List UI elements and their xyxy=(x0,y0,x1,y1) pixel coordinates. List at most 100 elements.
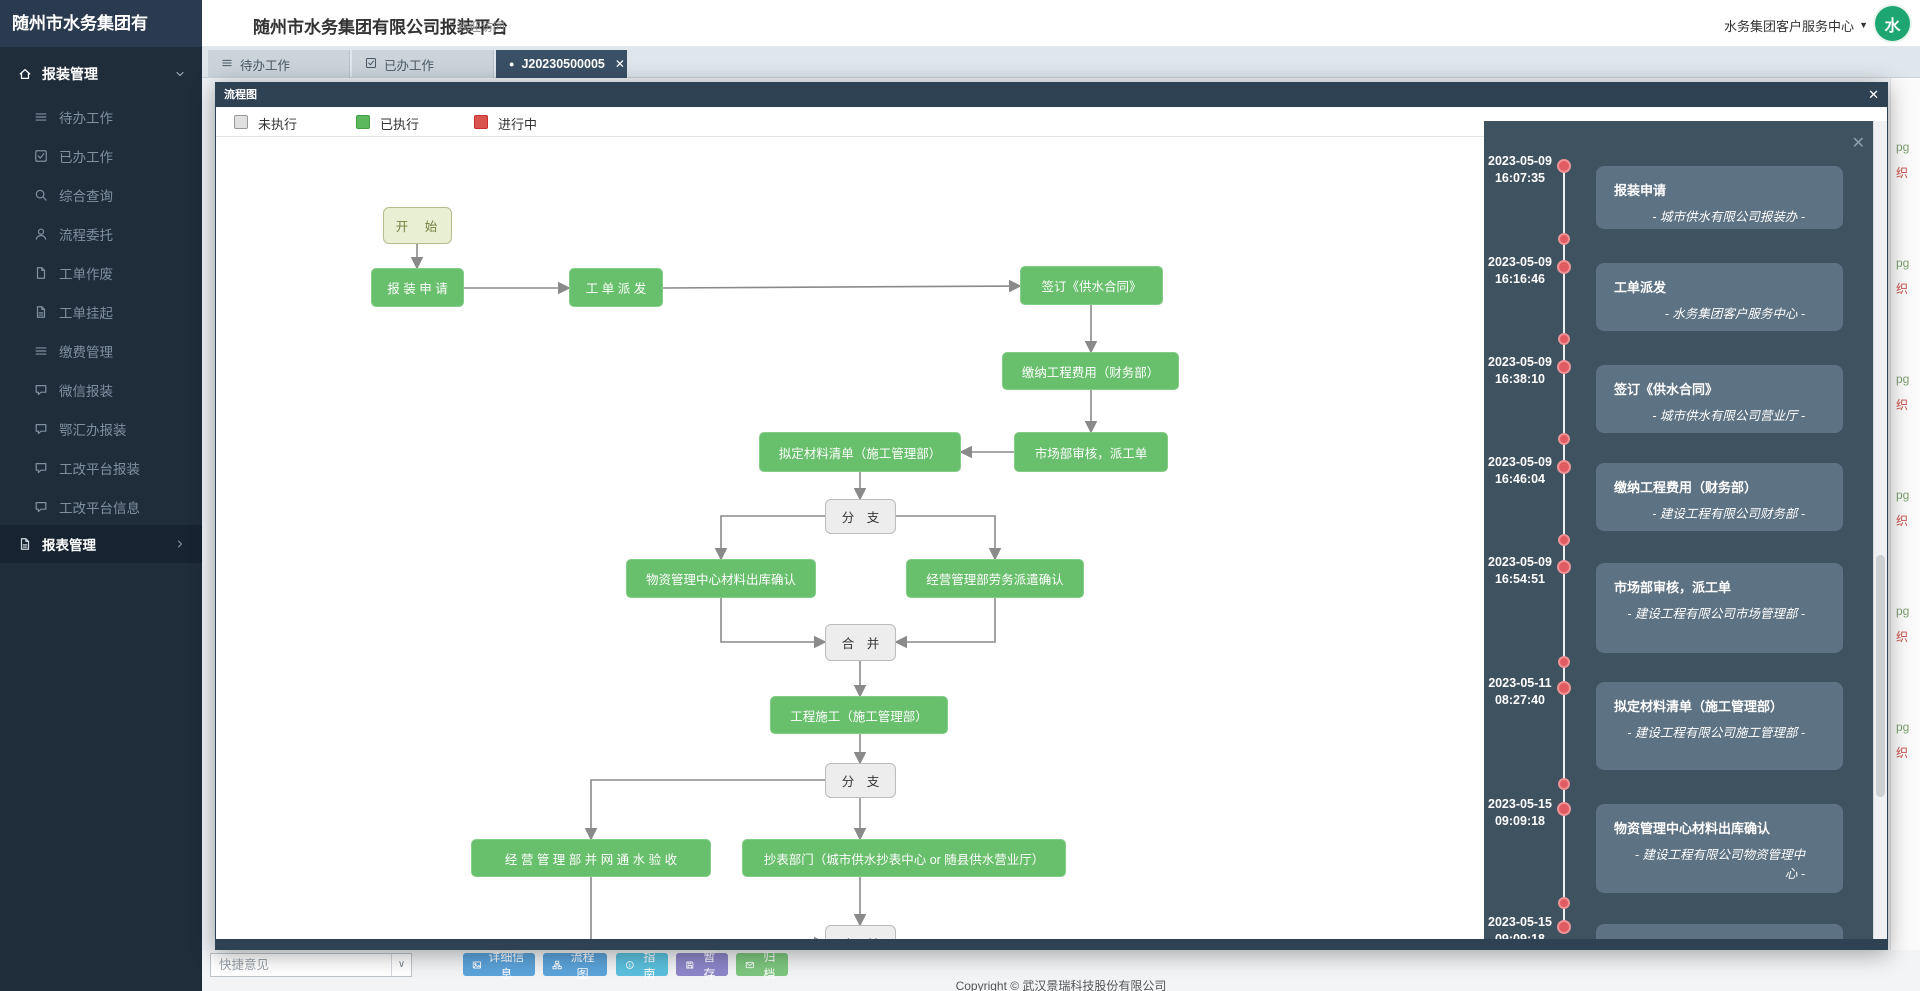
timeline-time-text: 16:16:46 xyxy=(1494,272,1546,286)
user-menu[interactable]: 水务集团客户服务中心 xyxy=(1723,19,1854,34)
timeline-dot xyxy=(1557,260,1571,274)
action-button-label: 指南 xyxy=(643,949,656,981)
timeline-card-title: 签订《供水合同》 xyxy=(1614,382,1719,397)
tab-label: 待办工作 xyxy=(240,58,291,73)
filetext-icon-wrap xyxy=(34,305,48,319)
file-icon-wrap xyxy=(34,266,48,280)
bg-fragment-link: 织 xyxy=(1896,514,1909,528)
action-bar: 快捷意见 ∨ 详细信息流程图指南暂存归档 Copyright © 武汉景瑞科技股… xyxy=(202,950,1920,991)
comment-icon xyxy=(35,501,47,512)
sidebar-item-9[interactable]: 工改平台报装 xyxy=(0,448,202,487)
search-icon xyxy=(35,189,47,201)
timeline-dot xyxy=(1557,360,1571,374)
timeline-card-1[interactable]: 工单派发- 水务集团客户服务中心 - xyxy=(1596,263,1843,331)
timeline-card-7[interactable]: 经营管理部劳务派遣确认 xyxy=(1596,924,1843,939)
timeline-time-text: 16:54:51 xyxy=(1494,572,1546,586)
timeline-card-0[interactable]: 报装申请- 城市供水有限公司报装办 - xyxy=(1596,166,1843,229)
action-button-流程图[interactable]: 流程图 xyxy=(543,950,607,981)
flow-node-wz[interactable]: 物资管理中心材料出库确认 xyxy=(626,559,816,598)
caret-down-icon[interactable]: ▼ xyxy=(1859,20,1868,30)
flow-node-nd[interactable]: 拟定材料清单（施工管理部） xyxy=(759,432,961,472)
action-button-归档[interactable]: 归档 xyxy=(736,950,788,981)
flow-node-cb[interactable]: 抄表部门（城市供水抄表中心 or 随县供水营业厅） xyxy=(742,839,1066,877)
sidebar-item-0[interactable]: 待办工作 xyxy=(0,97,202,136)
scrollbar-thumb[interactable] xyxy=(1876,555,1885,797)
tab-close-icon[interactable]: ✕ xyxy=(614,57,625,71)
modal-close-icon[interactable]: ✕ xyxy=(1868,87,1879,102)
flow-node-jy[interactable]: 经营管理部劳务派遣确认 xyxy=(906,559,1084,598)
flow-node-jn[interactable]: 缴纳工程费用（财务部） xyxy=(1002,352,1179,390)
modal-footer-bar xyxy=(216,939,1887,949)
list-icon-wrap xyxy=(34,110,48,124)
home-icon-slot xyxy=(18,67,32,81)
timeline-time-text: 16:07:35 xyxy=(1494,171,1546,185)
sidebar-item-6[interactable]: 缴费管理 xyxy=(0,331,202,370)
sidebar-item-report[interactable]: 报表管理 xyxy=(0,525,202,563)
flow-node-hb1[interactable]: 合 并 xyxy=(825,624,896,661)
panel-close-icon[interactable]: ✕ xyxy=(1851,135,1865,152)
action-button-详细信息[interactable]: 详细信息 xyxy=(463,950,535,981)
modal-header: 流程图 ✕ xyxy=(216,83,1887,107)
list-icon xyxy=(222,59,232,66)
flow-node-hb2[interactable]: 合 并 xyxy=(825,925,896,939)
flow-node-yw[interactable]: 经 营 管 理 部 并 网 通 水 验 收 xyxy=(471,839,711,877)
timeline-card-2[interactable]: 签订《供水合同》 - 城市供水有限公司营业厅 - xyxy=(1596,365,1843,433)
avatar[interactable]: 水 xyxy=(1875,6,1910,41)
tab-待办工作[interactable]: 待办工作 xyxy=(208,50,350,78)
welcome-text: 欢迎访问 xyxy=(457,20,506,34)
flow-node-gs[interactable]: 工程施工（施工管理部） xyxy=(770,696,948,734)
legend-label: 已执行 xyxy=(380,117,420,132)
sidebar-item-2[interactable]: 综合查询 xyxy=(0,175,202,214)
sidebar-item-8[interactable]: 鄂汇办报装 xyxy=(0,409,202,448)
tab-J20230500005[interactable]: ●J20230500005✕ xyxy=(496,50,627,78)
quick-opinion-select[interactable]: 快捷意见 ∨ xyxy=(210,953,412,977)
bg-fragment-text: pg xyxy=(1896,256,1910,270)
timeline-card-6[interactable]: 物资管理中心材料出库确认- 建设工程有限公司物资管理中心 - xyxy=(1596,804,1843,893)
timeline-date-text: 2023-05-15 xyxy=(1488,797,1552,811)
action-button-暂存[interactable]: 暂存 xyxy=(676,950,728,981)
flow-node-fz1[interactable]: 分 支 xyxy=(825,499,896,534)
sidebar-item-3[interactable]: 流程委托 xyxy=(0,214,202,253)
filetext-icon xyxy=(36,305,46,318)
sidebar-section-baozhuang[interactable]: 报装管理 xyxy=(0,56,202,92)
timeline-card-dept: - 城市供水有限公司营业厅 - xyxy=(1652,409,1805,423)
flow-node-start[interactable]: 开 始 xyxy=(383,207,452,244)
timeline-card-3[interactable]: 缴纳工程费用（财务部）- 建设工程有限公司财务部 - xyxy=(1596,463,1843,531)
panel-scrollbar[interactable] xyxy=(1873,121,1887,939)
timeline-card-title: 工单派发 xyxy=(1614,280,1667,295)
legend-swatch-2 xyxy=(474,115,488,129)
sidebar-item-5[interactable]: 工单挂起 xyxy=(0,292,202,331)
flow-node-gd[interactable]: 工 单 派 发 xyxy=(569,268,663,307)
timeline-interdot xyxy=(1558,656,1570,668)
check-icon xyxy=(365,57,377,68)
sidebar-item-label: 工单作废 xyxy=(59,266,113,282)
action-button-label: 详细信息 xyxy=(488,949,525,981)
save-icon xyxy=(686,961,694,968)
timeline-time-text: 16:38:10 xyxy=(1494,372,1546,386)
check-icon-wrap xyxy=(365,57,377,72)
flow-node-qd[interactable]: 签订《供水合同》 xyxy=(1020,266,1163,305)
sidebar-item-label: 鄂汇办报装 xyxy=(59,422,127,438)
timeline-time-text: 09:09:18 xyxy=(1494,932,1546,939)
sidebar-item-label: 流程委托 xyxy=(59,227,113,243)
tab-已办工作[interactable]: 已办工作 xyxy=(352,50,494,78)
flow-node-sc[interactable]: 市场部审核，派工单 xyxy=(1014,432,1168,472)
sidebar-item-10[interactable]: 工改平台信息 xyxy=(0,487,202,526)
bg-fragment-link: 织 xyxy=(1896,166,1909,180)
modal-body: 未执行已执行进行中 开 始报 装 申 请工 单 派 发签订《供水合同》缴纳工程费… xyxy=(216,107,1887,939)
timeline-card-5[interactable]: 拟定材料清单（施工管理部）- 建设工程有限公司施工管理部 - xyxy=(1596,682,1843,770)
chevright-icon xyxy=(177,540,183,548)
timeline-card-4[interactable]: 市场部审核，派工单- 建设工程有限公司市场管理部 - xyxy=(1596,563,1843,653)
flow-node-fz2[interactable]: 分 支 xyxy=(825,763,896,798)
flow-node-bz[interactable]: 报 装 申 请 xyxy=(371,268,464,307)
sidebar-item-1[interactable]: 已办工作 xyxy=(0,136,202,175)
sidebar-item-7[interactable]: 微信报装 xyxy=(0,370,202,409)
sidebar-section-label: 报装管理 xyxy=(42,66,98,82)
action-button-指南[interactable]: 指南 xyxy=(616,950,668,981)
sidebar-item-4[interactable]: 工单作废 xyxy=(0,253,202,292)
legend-swatch-0[interactable] xyxy=(234,115,248,129)
